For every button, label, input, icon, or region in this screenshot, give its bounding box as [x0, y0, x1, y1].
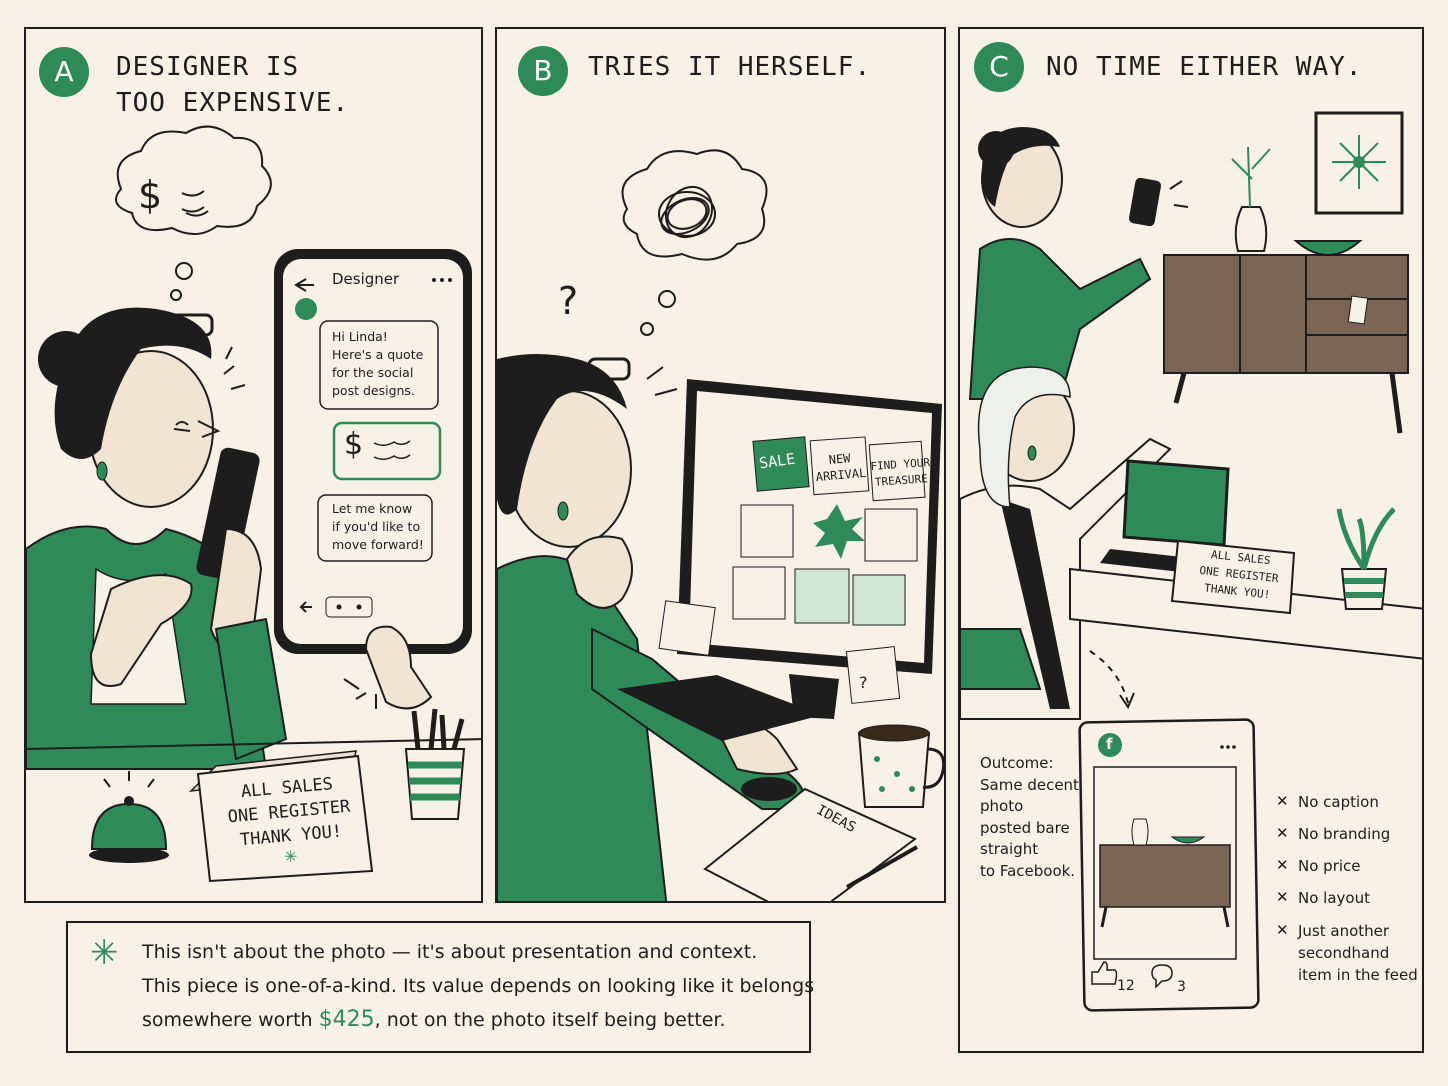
note-line-3-end: , not on the photo itself being better. [374, 1009, 726, 1031]
panel-b-heading: TRIES IT HERSELF. [588, 52, 872, 82]
framed-art-icon [1314, 111, 1404, 215]
panel-a: A DESIGNER IS TOO EXPENSIVE. [24, 27, 483, 903]
missing-branding: No branding [1298, 825, 1391, 843]
sign-star-icon: ✳ [284, 847, 298, 866]
panel-b-badge: B [518, 46, 568, 96]
register-sign-a: ALL SALES ONE REGISTER THANK YOU! [226, 774, 352, 851]
panel-c-heading: NO TIME EITHER WAY. [1046, 52, 1363, 82]
chat-message-quote: Hi Linda! Here's a quote for the social … [332, 329, 424, 398]
question-mark: ? [558, 279, 579, 323]
post-comments-count: 3 [1177, 979, 1186, 995]
note-price: $425 [318, 1007, 375, 1032]
panel-a-badge: A [39, 47, 89, 97]
outcome-text: Outcome: Same decent photo posted bare s… [980, 754, 1079, 880]
woman-figure [26, 307, 288, 770]
x-icon: ✕ [1276, 921, 1289, 939]
mug-icon [857, 724, 944, 808]
thought-bubble [114, 125, 272, 301]
big-phone [274, 249, 472, 710]
chat-price-symbol: $ [344, 427, 364, 462]
panel-b: B TRIES IT HERSELF. [495, 27, 946, 903]
note-line-1: This isn't about the photo — it's about … [142, 941, 758, 963]
facebook-icon: f [1106, 735, 1113, 753]
panel-c-badge: C [974, 42, 1024, 92]
asterisk-icon: ✳ [90, 933, 119, 973]
woman-customer [960, 366, 1172, 720]
note-line-3-start: somewhere worth [142, 1009, 319, 1031]
post-likes-count: 12 [1117, 978, 1135, 994]
bell-icon [89, 771, 169, 863]
missing-feed-note: Just another secondhand item in the feed [1298, 922, 1418, 984]
thought-dollar: $ [138, 173, 163, 217]
plant-pot-icon [1336, 507, 1396, 610]
panel-a-illustration [26, 125, 481, 883]
pencil-cup-icon [404, 708, 466, 820]
dresser-icon [1163, 254, 1409, 434]
sticky-question: ? [859, 673, 868, 692]
missing-caption: No caption [1298, 793, 1379, 811]
computer-monitor [677, 379, 942, 719]
facebook-post-card [1078, 718, 1260, 1012]
note-line-2: This piece is one-of-a-kind. Its value d… [142, 975, 815, 997]
x-icon: ✕ [1276, 888, 1289, 906]
panel-b-illustration [497, 149, 944, 901]
x-icon: ✕ [1276, 792, 1289, 810]
tile-find-your-treasure: FIND YOUR TREASURE [870, 455, 931, 489]
panel-c: C NO TIME EITHER WAY. [958, 27, 1424, 1053]
takeaway-note: ✳ This isn't about the photo — it's abou… [66, 921, 815, 1053]
chat-message-followup: Let me know if you'd like to move forwar… [332, 501, 424, 552]
chat-title: Designer [332, 270, 400, 288]
x-icon: ✕ [1276, 824, 1289, 842]
tile-new-arrival: NEW ARRIVAL [815, 451, 867, 485]
panel-c-illustration [960, 111, 1422, 1012]
woman-photographing [968, 127, 1189, 400]
missing-price: No price [1298, 857, 1361, 875]
scribble-icon [658, 185, 716, 239]
thought-bubble [621, 149, 768, 336]
panel-a-heading: DESIGNER IS TOO EXPENSIVE. [116, 52, 350, 118]
missing-layout: No layout [1298, 889, 1370, 907]
x-icon: ✕ [1276, 856, 1289, 874]
note-line-3: somewhere worth $425, not on the photo i… [142, 1007, 726, 1032]
